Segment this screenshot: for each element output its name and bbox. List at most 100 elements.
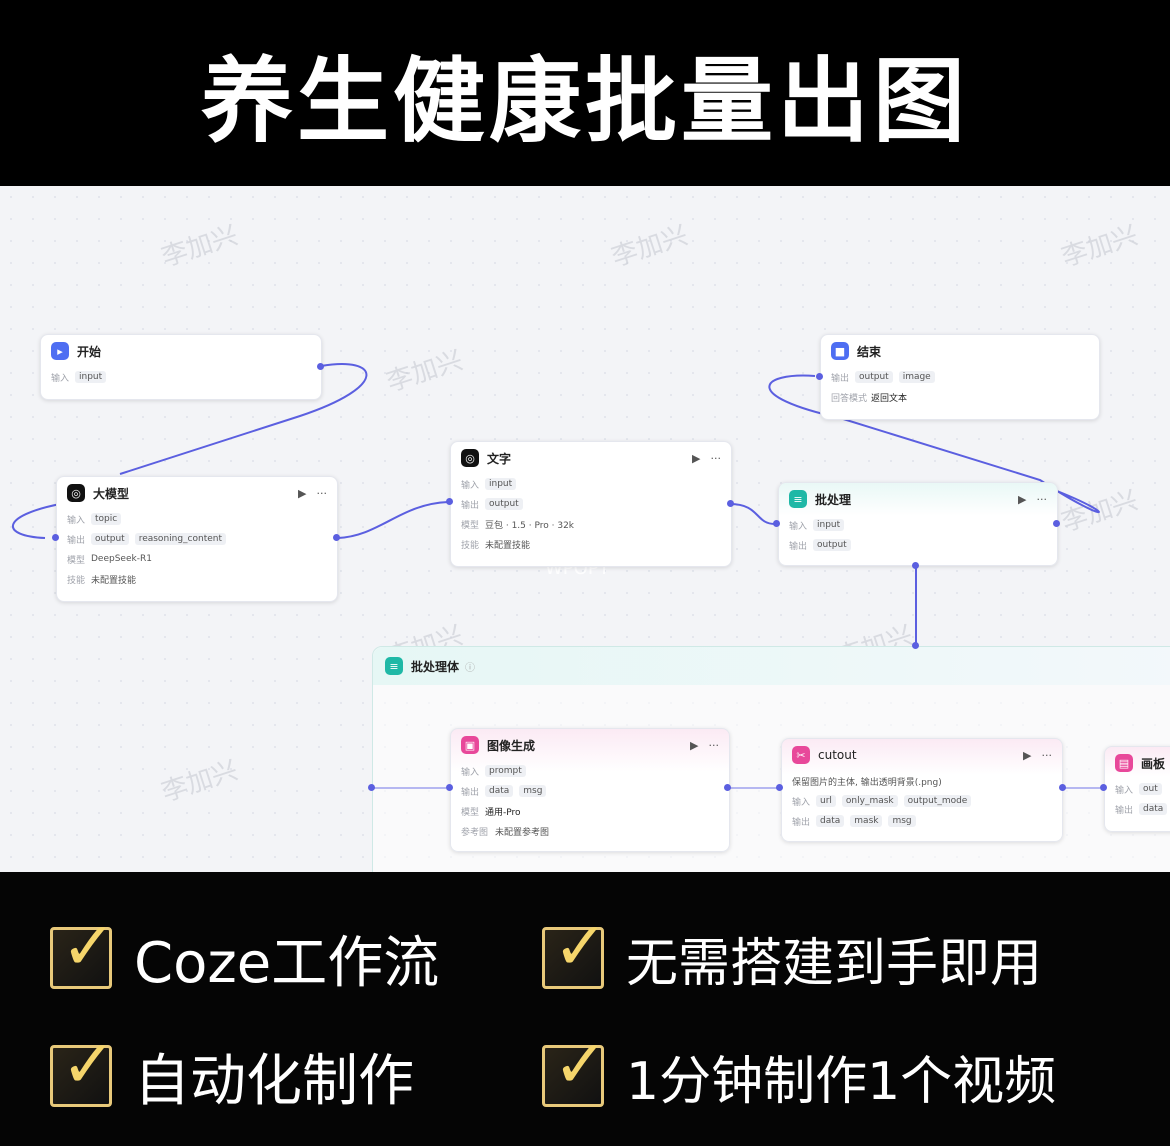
skill-value: 未配置技能 xyxy=(91,575,137,586)
input-port[interactable] xyxy=(52,534,59,541)
field-label: 输入 xyxy=(1115,785,1134,796)
answer-mode: 返回文本 xyxy=(871,393,908,404)
start-icon: ▸ xyxy=(51,342,69,360)
watermark: 李加兴 xyxy=(1058,485,1142,539)
param-tag: input xyxy=(485,478,517,490)
play-icon[interactable]: ▶ xyxy=(690,738,699,752)
feature-text: 自动化制作 xyxy=(134,1048,414,1114)
field-label: 模型 xyxy=(461,807,480,818)
node-start[interactable]: ▸ 开始 输入 input xyxy=(40,334,322,400)
param-tag: data xyxy=(816,815,845,827)
check-icon: ✓ xyxy=(50,908,116,989)
param-tag: out xyxy=(1139,783,1162,795)
param-tag: input xyxy=(75,371,107,383)
input-port[interactable] xyxy=(1100,784,1107,791)
batch-icon: ≡ xyxy=(789,490,807,508)
param-tag: reasoning_content xyxy=(134,533,227,545)
param-tag: output_mode xyxy=(903,795,972,807)
input-port[interactable] xyxy=(773,520,780,527)
field-label: 回答模式 xyxy=(831,393,868,404)
batch-icon: ≡ xyxy=(385,657,403,675)
feature-text: Coze工作流 xyxy=(134,930,440,996)
play-icon[interactable]: ▶ xyxy=(692,451,701,465)
input-port[interactable] xyxy=(912,642,919,649)
link-text-batch xyxy=(729,503,776,525)
more-icon[interactable]: ··· xyxy=(316,486,328,500)
skill-value: 未配置技能 xyxy=(485,540,531,551)
param-tag: output xyxy=(855,371,893,383)
play-icon[interactable]: ▶ xyxy=(1023,748,1032,762)
output-port[interactable] xyxy=(912,562,919,569)
info-icon[interactable]: ⓘ xyxy=(465,662,476,674)
feature-item: ✓ 1分钟制作1个视频 xyxy=(542,1026,1056,1116)
feature-item: ✓ 无需搭建到手即用 xyxy=(542,908,1042,998)
output-port[interactable] xyxy=(724,784,731,791)
link-llm-in xyxy=(12,503,61,539)
param-tag: only_mask xyxy=(841,795,898,807)
node-title: 结束 xyxy=(857,344,882,359)
workflow-canvas[interactable]: 李加兴 李加兴 李加兴 李加兴 李加兴 李加兴 李加兴 李加兴 李加兴 李加兴 … xyxy=(0,186,1170,872)
param-tag: mask xyxy=(850,815,883,827)
output-port[interactable] xyxy=(1053,520,1060,527)
watermark: 李加兴 xyxy=(383,345,467,399)
node-title: 画板 xyxy=(1141,756,1166,771)
more-icon[interactable]: ··· xyxy=(710,451,722,465)
node-title: 大模型 xyxy=(93,486,130,501)
field-label: 输出 xyxy=(461,787,480,798)
input-port[interactable] xyxy=(816,373,823,380)
link-llm-text xyxy=(337,501,449,539)
reference-value: 未配置参考图 xyxy=(495,827,550,838)
param-tag: prompt xyxy=(485,765,526,777)
field-label: 输入 xyxy=(461,767,480,778)
param-tag: msg xyxy=(519,785,547,797)
node-title: cutout xyxy=(818,748,857,762)
watermark: 李加兴 xyxy=(158,220,242,274)
param-tag: output xyxy=(485,498,523,510)
model-name: 通用-Pro xyxy=(485,807,521,818)
end-icon: ■ xyxy=(831,342,849,360)
more-icon[interactable]: ··· xyxy=(1041,748,1053,762)
node-title: 批处理 xyxy=(815,492,852,507)
model-icon: ◎ xyxy=(461,449,479,467)
play-icon[interactable]: ▶ xyxy=(298,486,307,500)
canvas-icon: ▤ xyxy=(1115,754,1133,772)
watermark: 李加兴 xyxy=(1058,220,1142,274)
field-label: 输出 xyxy=(792,817,811,828)
param-tag: data xyxy=(485,785,514,797)
field-label: 输入 xyxy=(792,797,811,808)
field-label: 输出 xyxy=(461,500,480,511)
input-port[interactable] xyxy=(776,784,783,791)
input-port[interactable] xyxy=(446,784,453,791)
output-port[interactable] xyxy=(333,534,340,541)
input-port[interactable] xyxy=(446,498,453,505)
param-tag: topic xyxy=(91,513,122,525)
watermark: 李加兴 xyxy=(608,220,692,274)
param-tag: data xyxy=(1139,803,1168,815)
more-icon[interactable]: ··· xyxy=(1036,492,1048,506)
play-icon[interactable]: ▶ xyxy=(1018,492,1027,506)
param-tag: output xyxy=(91,533,129,545)
field-label: 输入 xyxy=(461,480,480,491)
param-tag: url xyxy=(816,795,836,807)
node-title: 图像生成 xyxy=(487,738,536,753)
check-icon: ✓ xyxy=(542,908,608,989)
node-title: 开始 xyxy=(77,344,102,359)
field-label: 输入 xyxy=(51,373,70,384)
field-label: 模型 xyxy=(67,555,86,566)
output-port[interactable] xyxy=(1059,784,1066,791)
field-label: 技能 xyxy=(461,540,480,551)
cutout-icon: ✂ xyxy=(792,746,810,764)
output-port[interactable] xyxy=(317,363,324,370)
output-port[interactable] xyxy=(727,500,734,507)
more-icon[interactable]: ··· xyxy=(708,738,720,752)
title-banner: 养生健康批量出图 xyxy=(0,0,1170,186)
output-port[interactable] xyxy=(368,784,375,791)
field-label: 参考图 xyxy=(461,827,489,838)
